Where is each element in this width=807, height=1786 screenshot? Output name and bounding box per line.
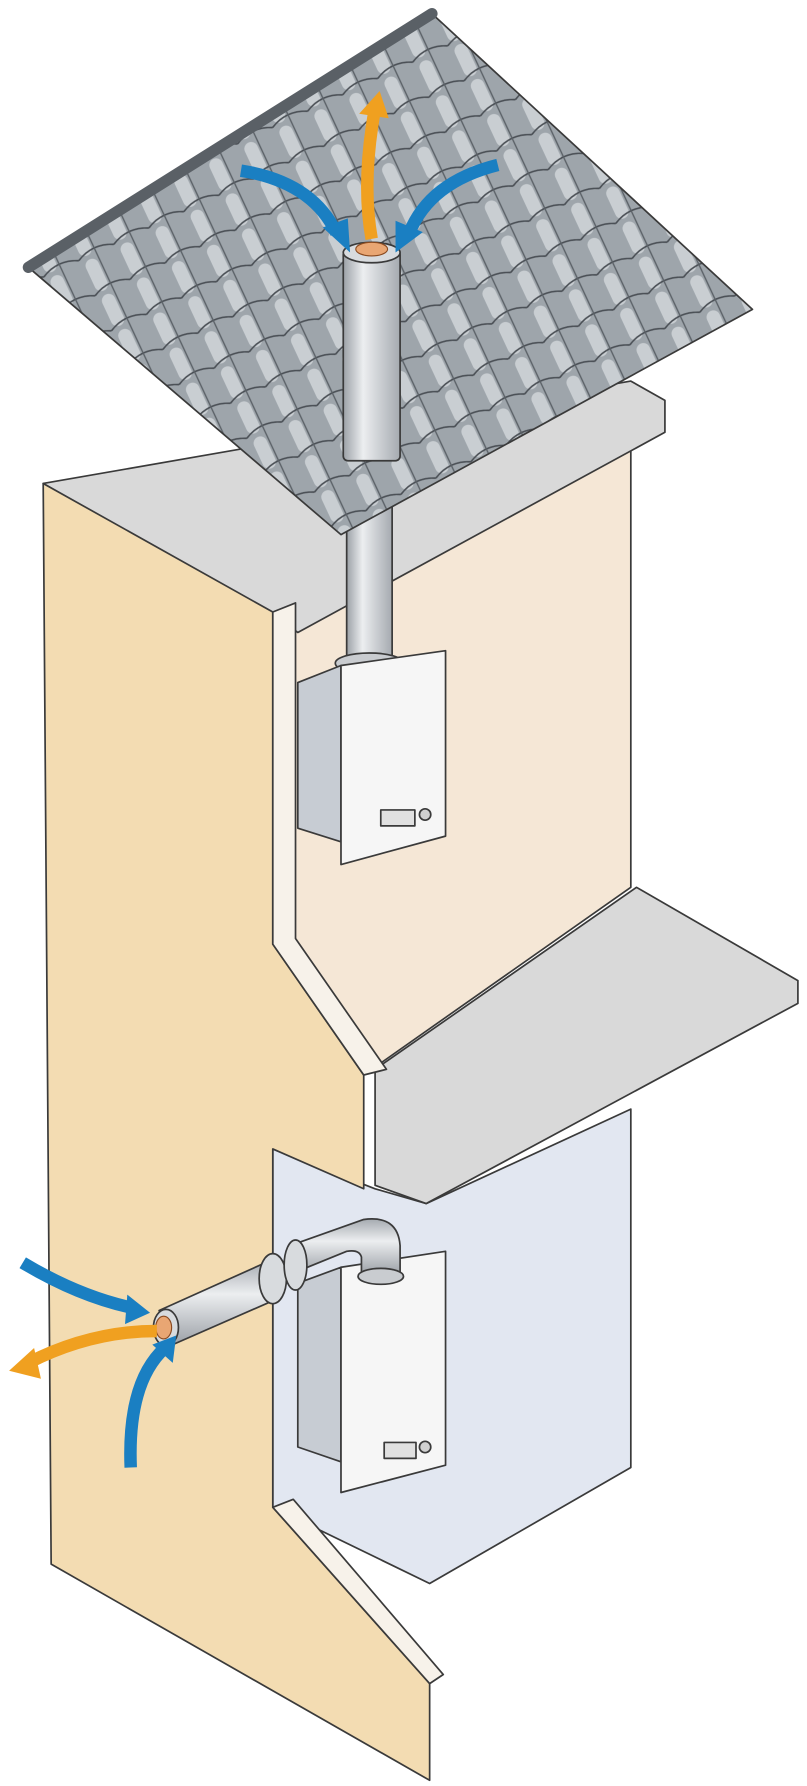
boiler-upper <box>296 649 447 866</box>
fresh-air-arrow-roof-left-head <box>322 218 351 253</box>
roof-ridge <box>22 7 438 274</box>
wall-edge <box>271 602 388 1076</box>
flue-pipe-horizontal-inner <box>155 1315 173 1340</box>
boiler-lower <box>296 1250 447 1494</box>
flue-pipe-horizontal <box>152 1218 405 1347</box>
exhaust-arrow-wall <box>25 1324 157 1369</box>
exhaust-arrow-wall-head <box>9 1348 41 1379</box>
fresh-air-arrow-wall-top-head <box>125 1294 151 1325</box>
flue-pipe-vertical <box>342 249 401 462</box>
fresh-air-arrow-roof-right-head <box>395 220 423 253</box>
exhaust-arrow-roof-head <box>359 91 389 119</box>
exhaust-arrow-roof <box>361 106 382 240</box>
fresh-air-arrow-roof-left <box>239 164 343 237</box>
fresh-air-arrow-roof-right <box>403 158 500 236</box>
fresh-air-arrow-wall-bottom-head <box>152 1335 177 1363</box>
fresh-air-arrow-wall-top <box>19 1257 136 1315</box>
fresh-air-arrow-wall-bottom <box>124 1343 170 1468</box>
wall-edge-lower <box>271 1498 445 1685</box>
floor-slab <box>374 886 799 1205</box>
flue-pipe-top-inner <box>355 241 389 257</box>
flue-pipe-lower-section <box>345 499 393 673</box>
